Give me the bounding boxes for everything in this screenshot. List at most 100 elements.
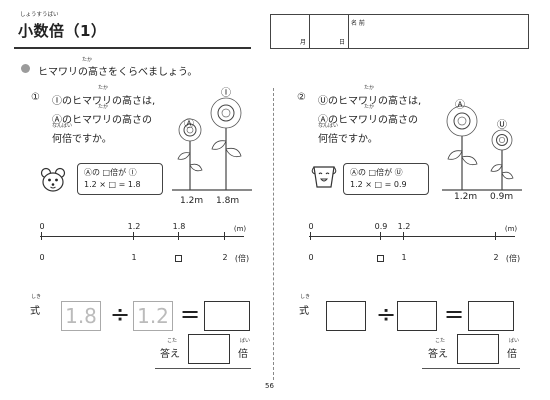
month-label: 月	[300, 39, 307, 46]
bubble-line2: 1.2 × □ = 0.9	[350, 180, 407, 189]
input-box-2a[interactable]	[326, 301, 366, 331]
tick	[380, 232, 382, 240]
flower-a-height: 1.2m	[180, 196, 204, 206]
bubble-line1: Ⓐの □倍が Ⓘ	[84, 168, 137, 177]
gray-bullet	[21, 64, 30, 73]
nl2-bottom-0: 0	[308, 253, 314, 262]
tick	[224, 232, 226, 240]
nl2-bottom-3: 2	[493, 253, 499, 262]
hint-bubble-1: Ⓐの □倍が Ⓘ 1.2 × □ = 1.8	[77, 163, 163, 195]
flower-a-height-2: 1.2m	[454, 192, 478, 202]
answer-label-2: 答え	[428, 349, 448, 360]
problem2-line1: Ⓤのヒマワリの高さは,	[318, 96, 422, 107]
center-divider	[273, 88, 274, 380]
ruby-bai: ばい	[509, 338, 520, 344]
shiki-label-2: 式	[299, 306, 309, 317]
trace-box-1b[interactable]: 1.2	[133, 301, 173, 331]
result-box-2[interactable]	[468, 301, 514, 331]
equals-symbol: =	[444, 300, 465, 328]
nl-top-2: 1.8	[172, 222, 186, 231]
tick	[310, 232, 312, 240]
title-ruby: しょうすうばい	[20, 12, 59, 18]
tick	[495, 232, 497, 240]
ruby-kotae: こた	[167, 338, 178, 344]
tick	[403, 232, 405, 240]
answer-box-2[interactable]	[457, 334, 499, 364]
shiki-label-1: 式	[30, 306, 40, 317]
ruby: たか	[364, 85, 375, 91]
nl-top-1: 1.2	[127, 222, 141, 231]
ruby-taka: たか	[82, 57, 93, 63]
hint-bubble-2: Ⓐの □倍が Ⓤ 1.2 × □ = 0.9	[343, 163, 429, 195]
flower-i-label: Ⓘ	[221, 88, 231, 99]
answer-unit-2: 倍	[507, 349, 517, 360]
divider	[348, 15, 350, 48]
equals-symbol: =	[180, 300, 201, 328]
nl2-unit-bai: (倍)	[505, 254, 521, 263]
bubble-line1: Ⓐの □倍が Ⓤ	[350, 168, 403, 177]
tick	[133, 232, 135, 240]
title-underline	[14, 47, 251, 49]
nl2-bottom-2: 1	[401, 253, 407, 262]
nl2-unit-m: (m)	[504, 225, 518, 233]
divide-symbol: ÷	[376, 300, 397, 328]
divider	[309, 15, 311, 48]
page-number: 56	[265, 382, 274, 390]
problem2-number: ②	[297, 92, 306, 103]
day-label: 日	[339, 39, 346, 46]
nl-unit-m: (m)	[233, 225, 247, 233]
problem2-line2: Ⓐのヒマワリの高さの	[318, 115, 418, 126]
problem1-number: ①	[31, 92, 40, 103]
flower-i-height: 1.8m	[216, 196, 240, 206]
ruby-shiki: しき	[300, 294, 311, 300]
bucket-face-icon	[311, 166, 337, 188]
number-line-2	[309, 236, 515, 238]
ruby: たか	[364, 104, 375, 110]
nl2-top-0: 0	[308, 222, 314, 231]
ruby: たか	[98, 104, 109, 110]
ruby-kotae: こた	[435, 338, 446, 344]
problem2-line3: 何倍ですか。	[318, 134, 378, 145]
intro-text: ヒマワリの高さをくらべましょう。	[38, 67, 198, 78]
name-label: 名 前	[351, 20, 365, 27]
answer-underline-1	[155, 368, 251, 369]
page-title: 小数倍（1）	[18, 22, 107, 40]
trace-box-1a[interactable]: 1.8	[61, 301, 101, 331]
answer-underline-2	[422, 368, 520, 369]
flower-a-label-2: Ⓐ	[455, 100, 465, 111]
input-box-2b[interactable]	[397, 301, 437, 331]
ruby: なんばい	[318, 123, 339, 129]
flower-u-height: 0.9m	[490, 192, 514, 202]
nl-bottom-3: 2	[222, 253, 228, 262]
unknown-square	[175, 255, 182, 262]
result-box-1[interactable]	[204, 301, 250, 331]
flower-u-label: Ⓤ	[497, 120, 507, 131]
tick	[41, 232, 43, 240]
ruby-bai: ばい	[240, 338, 251, 344]
nl2-top-2: 1.2	[397, 222, 411, 231]
name-date-box: 月 日 名 前	[270, 14, 529, 49]
problem1-line2: Ⓐのヒマワリの高さの	[52, 115, 152, 126]
flower-a-label: Ⓐ	[184, 119, 194, 130]
tick	[178, 232, 180, 240]
nl-bottom-0: 0	[39, 253, 45, 262]
answer-unit-1: 倍	[238, 349, 248, 360]
nl-top-0: 0	[39, 222, 45, 231]
mouse-face-icon	[40, 167, 66, 192]
nl-unit-bai: (倍)	[234, 254, 250, 263]
number-line-1	[40, 236, 244, 238]
unknown-square	[377, 255, 384, 262]
sunflowers-illustration-2	[442, 105, 522, 191]
nl2-top-1: 0.9	[374, 222, 388, 231]
answer-label-1: 答え	[160, 349, 180, 360]
answer-box-1[interactable]	[188, 334, 230, 364]
bubble-line2: 1.2 × □ = 1.8	[84, 180, 141, 189]
problem1-line3: 何倍ですか。	[52, 134, 112, 145]
divide-symbol: ÷	[110, 300, 131, 328]
ruby: たか	[98, 85, 109, 91]
nl-bottom-1: 1	[131, 253, 137, 262]
sunflowers-illustration-1	[172, 97, 252, 191]
problem1-line1: Ⓘのヒマワリの高さは,	[52, 96, 156, 107]
ruby-shiki: しき	[31, 294, 42, 300]
ruby: なんばい	[52, 123, 73, 129]
